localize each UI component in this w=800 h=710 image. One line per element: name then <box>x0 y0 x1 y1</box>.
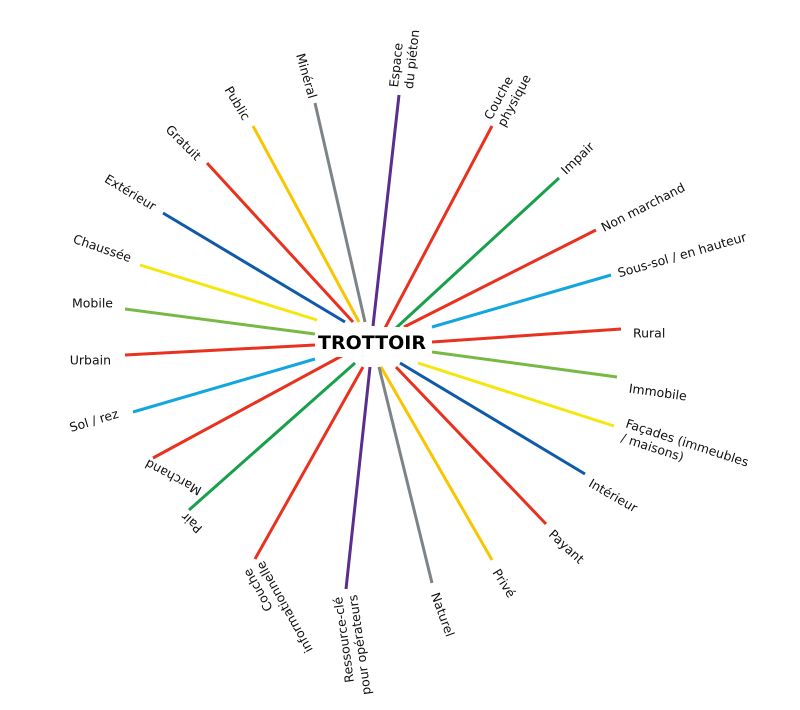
label-text-public-1: Public <box>222 83 254 123</box>
label-marchand: Marchand <box>142 456 203 498</box>
label-text-mineral-1: Minéral <box>293 52 320 101</box>
spoke-naturel <box>377 366 434 584</box>
label-immobile: Immobile <box>628 381 688 404</box>
spoke-sous-sol-en-hauteur <box>431 273 612 329</box>
label-pair: Pair <box>177 509 205 536</box>
label-text-espace-du-pieton-1: Espace <box>386 42 406 88</box>
label-rural: Rural <box>633 326 665 341</box>
spoke-marchand <box>152 350 350 460</box>
label-text-pair-1: Pair <box>177 509 205 536</box>
label-text-espace-du-pieton-2: du piéton <box>401 29 422 90</box>
label-text-payant-1: Payant <box>546 527 587 567</box>
label-text-sous-sol-en-hauteur-1: Sous-sol / en hauteur <box>616 229 749 280</box>
label-text-naturel-1: Naturel <box>428 590 458 638</box>
center-label: TROTTOIR <box>318 332 426 354</box>
spoke-mobile <box>124 307 316 336</box>
label-text-prive-1: Privé <box>490 566 519 601</box>
label-text-gratuit-1: Gratuit <box>163 122 205 164</box>
spoke-payant <box>394 365 548 526</box>
spoke-prive <box>379 366 494 561</box>
label-sous-sol-en-hauteur: Sous-sol / en hauteur <box>616 229 749 280</box>
label-text-impair-1: Impair <box>558 138 598 177</box>
label-text-marchand-1: Marchand <box>142 456 203 498</box>
label-urbain: Urbain <box>70 353 111 368</box>
center-label-background <box>316 327 428 357</box>
label-public: Public <box>222 83 254 123</box>
spoke-chaussee <box>139 263 318 322</box>
label-prive: Privé <box>490 566 519 601</box>
label-mineral: Minéral <box>293 52 320 101</box>
label-text-rural-1: Rural <box>633 326 665 341</box>
label-text-immobile-1: Immobile <box>628 381 688 404</box>
label-naturel: Naturel <box>428 590 458 638</box>
spoke-immobile <box>431 350 618 379</box>
label-facades: Façades (immeubles/ maisons) <box>619 416 750 470</box>
spoke-couche-physique <box>383 125 494 329</box>
label-text-urbain-1: Urbain <box>70 353 111 368</box>
spokes-layer <box>124 94 622 590</box>
label-text-sol-rez-1: Sol / rez <box>68 406 121 435</box>
spoke-couche-informationnelle <box>253 366 365 560</box>
spoke-facades <box>417 361 615 428</box>
label-text-chaussee-1: Chaussée <box>71 231 134 265</box>
spoke-rural <box>431 327 622 344</box>
label-text-exterieur-1: Extérieur <box>102 171 160 214</box>
label-sol-rez: Sol / rez <box>68 406 121 435</box>
label-chaussee: Chaussée <box>71 231 134 265</box>
label-exterieur: Extérieur <box>102 171 160 214</box>
label-non-marchand: Non marchand <box>599 180 688 235</box>
spoke-gratuit <box>205 161 355 324</box>
spoke-ressource-cle <box>344 366 372 590</box>
label-interieur: Intérieur <box>586 476 641 516</box>
label-text-mobile-1: Mobile <box>72 296 113 311</box>
label-mobile: Mobile <box>72 296 113 311</box>
label-gratuit: Gratuit <box>163 122 205 164</box>
spoke-exterieur <box>162 211 346 324</box>
spoke-interieur <box>399 361 586 476</box>
spoke-non-marchand <box>403 228 597 329</box>
label-text-interieur-1: Intérieur <box>586 476 641 516</box>
spoke-espace-du-pieton <box>371 94 401 327</box>
spoke-urbain <box>124 343 316 357</box>
label-impair: Impair <box>558 138 598 177</box>
label-payant: Payant <box>546 527 587 567</box>
spoke-mineral <box>313 102 367 323</box>
spoke-impair <box>394 176 561 330</box>
label-text-non-marchand-1: Non marchand <box>599 180 688 235</box>
spoke-pair <box>188 361 356 512</box>
spoke-sol-rez <box>132 357 316 414</box>
spoke-public <box>251 125 361 323</box>
